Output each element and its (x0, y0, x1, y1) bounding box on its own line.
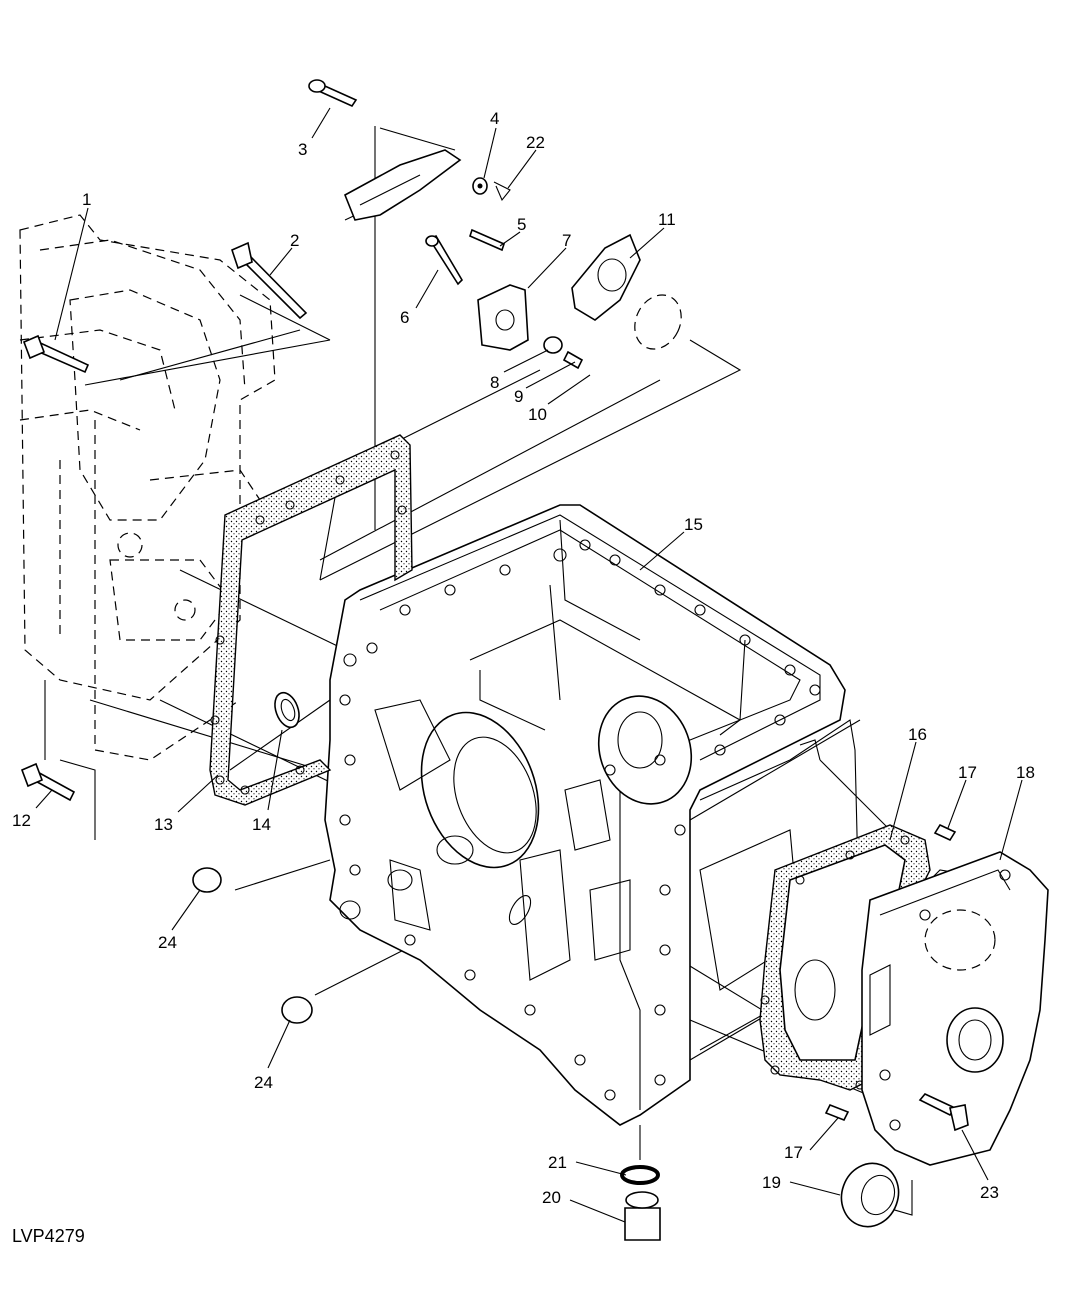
rear-cover-18 (861, 851, 1049, 1166)
callout-10: 10 (528, 405, 547, 424)
bracket-11 (571, 233, 641, 321)
callout-19: 19 (762, 1173, 781, 1192)
bolt-1 (22, 334, 90, 374)
callout-7: 7 (562, 231, 571, 250)
callout-3: 3 (298, 140, 307, 159)
gasket-13 (209, 434, 413, 806)
cotter-22 (493, 181, 511, 202)
dowel-17-lower (824, 1103, 850, 1122)
callout-1: 1 (82, 190, 91, 209)
seal-19 (840, 1162, 900, 1228)
callout-21: 21 (548, 1153, 567, 1172)
dowel-17-upper (933, 823, 957, 842)
bolt-2 (231, 241, 308, 320)
callout-9: 9 (514, 387, 523, 406)
bearing-dashed (634, 294, 682, 350)
callout-6: 6 (400, 308, 409, 327)
callout-17-lower: 17 (784, 1143, 803, 1162)
drain-plug-20 (624, 1191, 661, 1241)
callout-8: 8 (490, 373, 499, 392)
bolt-6 (425, 234, 464, 286)
callout-13: 13 (154, 815, 173, 834)
callout-labels: 1 2 3 4 22 5 7 11 6 8 9 10 15 16 17 18 1… (12, 109, 1035, 1207)
callout-22: 22 (526, 133, 545, 152)
plug-9 (562, 350, 584, 370)
plate-7 (477, 284, 529, 351)
callout-17-upper: 17 (958, 763, 977, 782)
callout-14: 14 (252, 815, 271, 834)
callout-23: 23 (980, 1183, 999, 1202)
callout-12: 12 (12, 811, 31, 830)
callout-16: 16 (908, 725, 927, 744)
callout-leaders (35, 107, 1023, 1223)
washer-4 (472, 177, 488, 195)
transmission-case (324, 504, 861, 1126)
adjacent-housing-outline (19, 214, 276, 761)
plug-24-lower (281, 996, 313, 1024)
callout-5: 5 (517, 215, 526, 234)
bolt-12 (20, 762, 76, 802)
callout-11: 11 (658, 210, 676, 229)
callout-20: 20 (542, 1188, 561, 1207)
bolt-23 (918, 1093, 969, 1132)
callout-4: 4 (490, 109, 499, 128)
bolt-5 (469, 228, 505, 252)
callout-18: 18 (1016, 763, 1035, 782)
callout-2: 2 (290, 231, 299, 250)
pin-3 (308, 79, 358, 108)
bushing-8 (543, 336, 563, 354)
seal-14 (274, 691, 300, 729)
o-ring-21 (620, 1165, 660, 1185)
callout-24-lower: 24 (254, 1073, 273, 1092)
callout-15: 15 (684, 515, 703, 534)
link-bracket (343, 149, 462, 221)
callout-24-upper: 24 (158, 933, 177, 952)
figure-id: LVP4279 (12, 1226, 85, 1246)
plug-24-upper (192, 867, 222, 893)
